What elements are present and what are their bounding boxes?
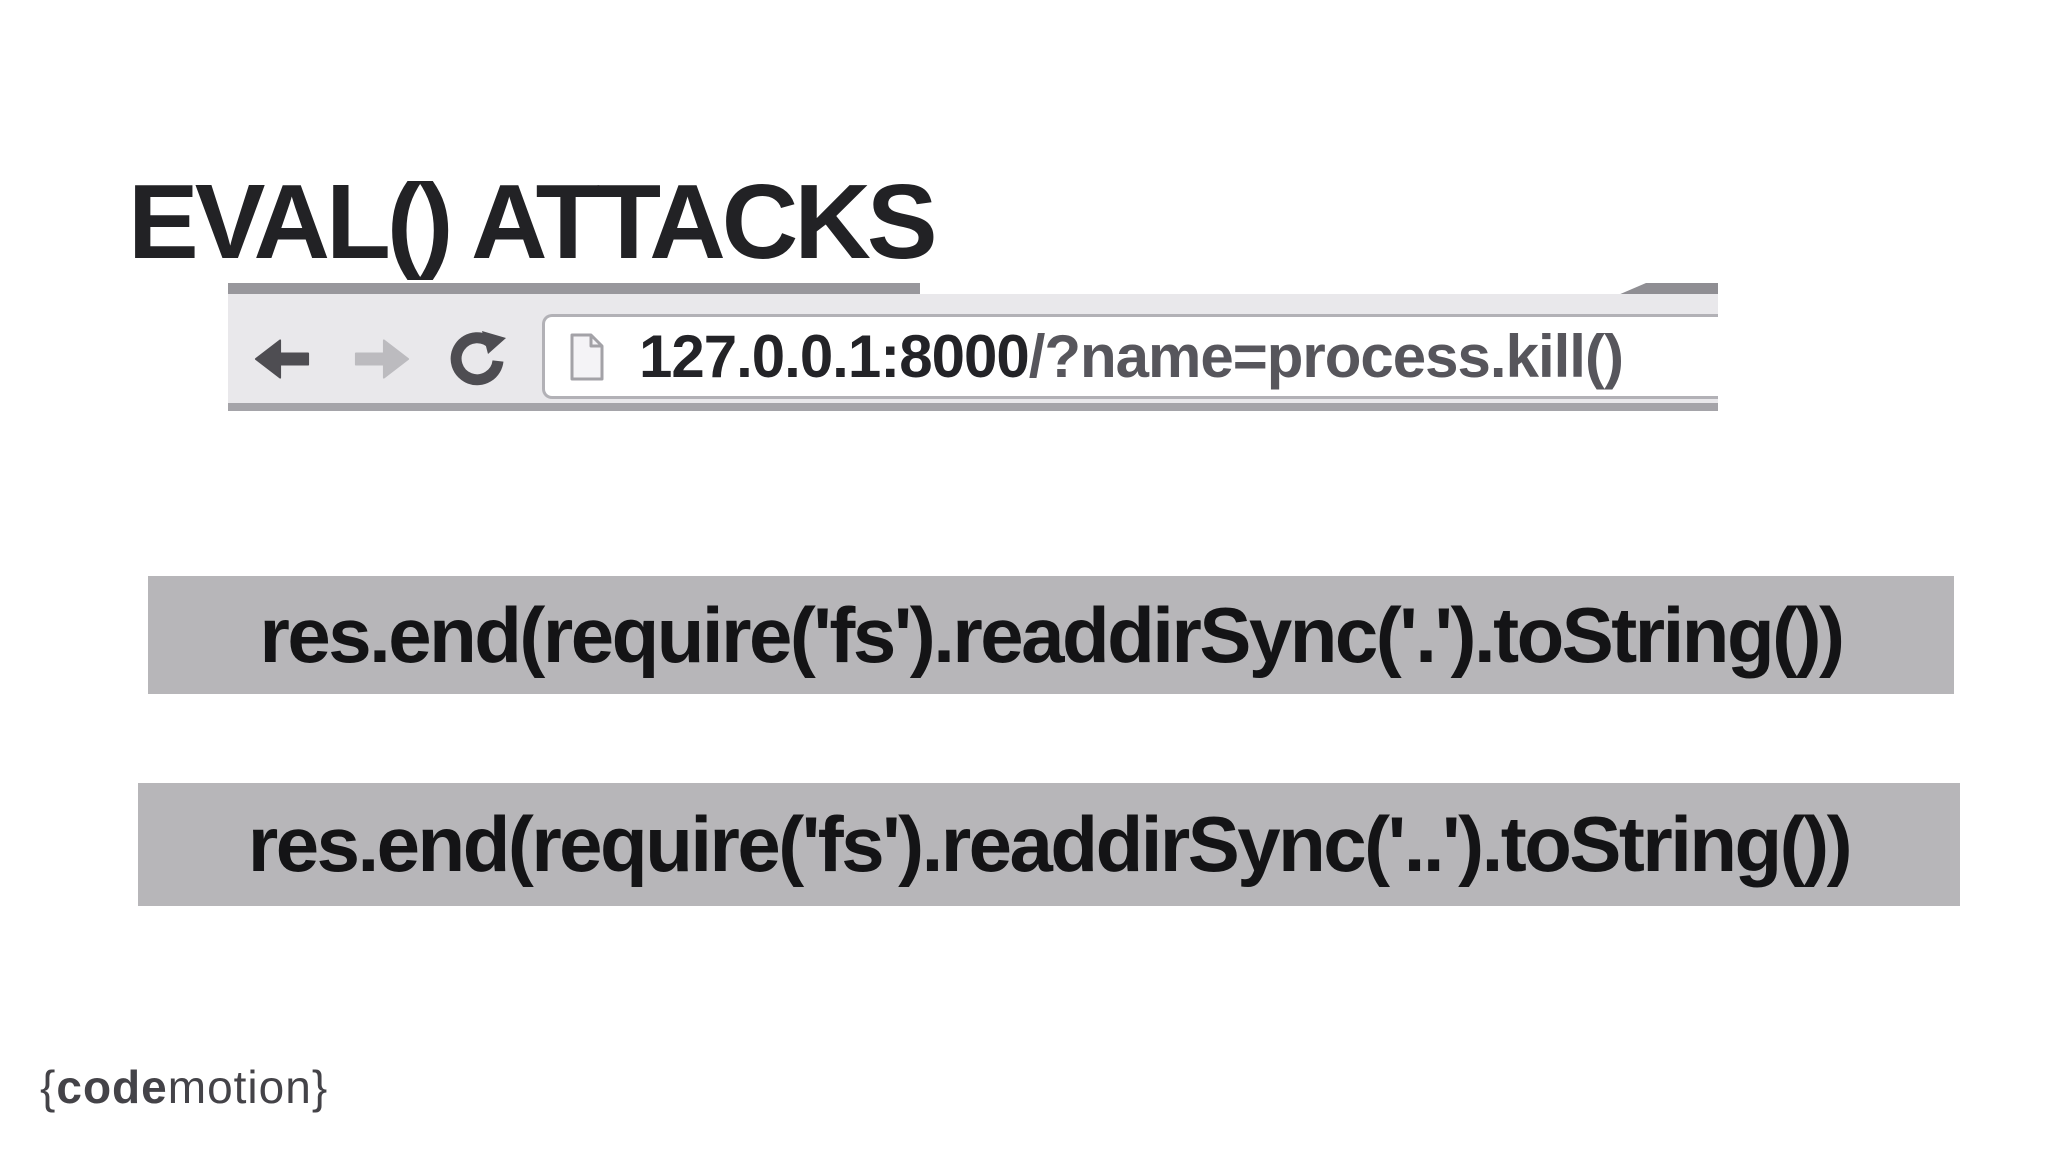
logo-cod: cod (56, 1061, 142, 1113)
forward-button[interactable] (354, 335, 410, 383)
logo-e: e (141, 1061, 168, 1113)
page-title: EVAL() ATTACKS (128, 163, 938, 282)
url-query: /?name=process.kill() (1028, 322, 1624, 390)
browser-addressbar-screenshot: 127.0.0.1:8000/?name=process.kill() (228, 283, 1718, 411)
browser-toolbar: 127.0.0.1:8000/?name=process.kill() (228, 294, 1718, 403)
logo-open-brace: { (40, 1061, 57, 1113)
url-host: 127.0.0.1:8000 (639, 322, 1030, 390)
reload-button[interactable] (448, 331, 506, 387)
forward-icon (354, 339, 410, 379)
url-field[interactable]: 127.0.0.1:8000/?name=process.kill() (542, 314, 1718, 399)
code-snippet-readdir-parent-dir: res.end(require('fs').readdirSync('..').… (138, 783, 1960, 906)
reload-icon (450, 331, 506, 386)
logo-motion: motion (167, 1061, 312, 1113)
code-snippet-readdir-current-dir: res.end(require('fs').readdirSync('.').t… (148, 576, 1954, 694)
page-icon (570, 333, 604, 380)
back-button[interactable] (254, 335, 310, 383)
logo-close-brace: } (311, 1061, 329, 1113)
tabstrip-edge-right-tab-corner (1618, 283, 1718, 295)
url-text: 127.0.0.1:8000/?name=process.kill() (639, 326, 1624, 387)
toolbar-bottom-border (228, 403, 1718, 411)
tabstrip-edge-left (228, 283, 920, 294)
back-icon (254, 339, 310, 379)
codemotion-logo: {codemotion} (40, 1064, 328, 1110)
